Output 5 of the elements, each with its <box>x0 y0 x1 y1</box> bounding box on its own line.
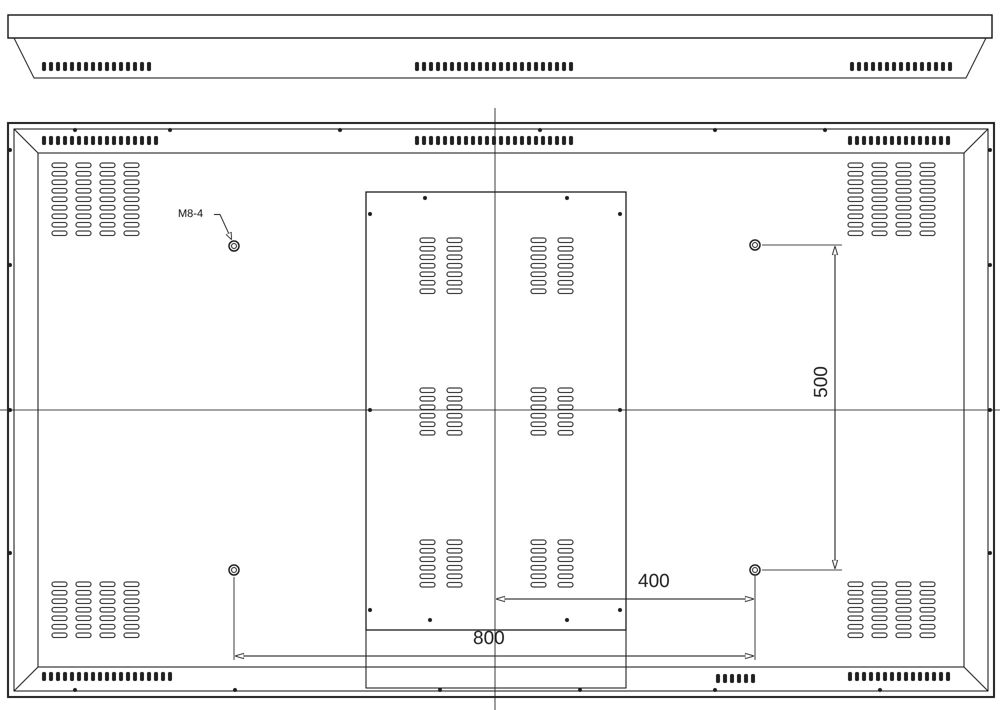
dimension-label: 400 <box>638 572 670 592</box>
leader-line <box>214 214 232 240</box>
mounting-hole <box>228 239 240 251</box>
part-label: M8-4 <box>178 208 204 221</box>
dimension-label: 500 <box>812 366 832 398</box>
